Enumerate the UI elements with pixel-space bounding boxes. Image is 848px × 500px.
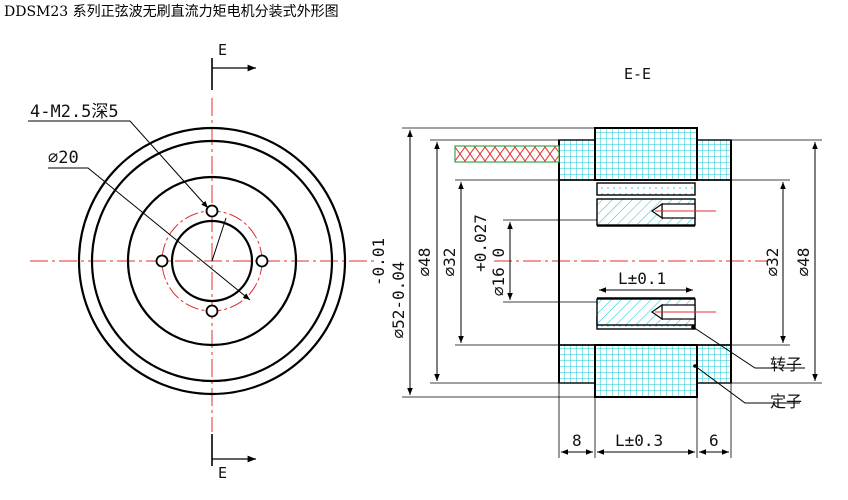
stator-end-bottom-left [558,344,596,384]
dim-48-left-text: ⌀48 [415,248,434,277]
outer-circle [77,126,347,396]
tapped-holes [155,204,269,318]
bolt-circle-dia-text: ⌀20 [48,148,79,168]
stator-leader [694,365,800,404]
lead-wire [454,145,560,163]
bolt-circle-radius [211,217,227,262]
rotor-magnet-top [596,182,696,196]
dim-32-left-text: ⌀32 [440,248,459,277]
rotor-outer-circle [126,175,298,347]
page-title: DDSM23 系列正弦波无刷直流力矩电机分装式外形图 [4,4,339,20]
dim-outer-tol: -0.01 [369,238,388,286]
section-label-bottom: E [218,464,227,482]
bore-circle [170,219,254,303]
dim-outer-dia: ⌀52-0.04 [389,261,408,338]
front-view: 4-M2.5深5 ⌀20 E E [28,41,378,482]
stator-core-top [594,127,698,181]
section-label-top: E [218,41,227,59]
dim-rotor-len-text: L±0.1 [618,269,666,288]
rotor-leader [692,326,805,369]
section-view: E-E [369,65,822,458]
dim-bore-text: ⌀16 0 [489,248,508,296]
label-rotor: 转子 [770,355,802,374]
dim-bottom-left-text: 8 [572,431,582,450]
hole-callout-leader [28,120,209,209]
dim-bottom-right-text: 6 [709,431,719,450]
rotor-tapped-hole-top [650,202,716,220]
section-title: E-E [624,65,651,83]
stator-end-top-left [558,139,596,181]
tapped-hole-right [255,254,269,268]
dim-32-right-text: ⌀32 [763,248,782,277]
second-circle [90,139,334,383]
hole-callout-text: 4-M2.5深5 [30,102,119,122]
dim-bore-tol: +0.027 [471,214,490,272]
bolt-circle-leader [48,167,251,301]
rotor-tapped-hole-bottom [650,303,716,321]
label-stator: 定子 [770,392,802,411]
stator-end-top-right [696,139,732,181]
stator-end-bottom-right [696,344,732,384]
tapped-hole-left [155,254,169,268]
stator-core-bottom [594,344,698,398]
tapped-hole-bottom [205,304,219,318]
dim-bottom-mid-text: L±0.3 [615,431,663,450]
tapped-hole-top [205,204,219,218]
dim-48-right-text: ⌀48 [794,248,813,277]
